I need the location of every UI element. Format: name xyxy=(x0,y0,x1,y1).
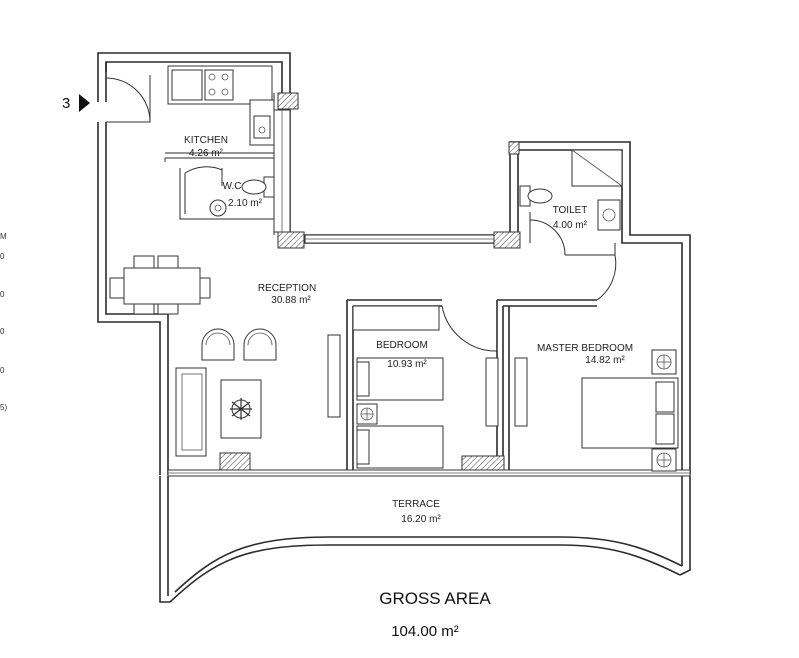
svg-text:BEDROOM: BEDROOM xyxy=(376,340,428,351)
svg-text:M: M xyxy=(0,232,7,241)
room-label-terrace: TERRACE 16.20 m² xyxy=(392,499,441,525)
entry-door xyxy=(105,77,151,123)
dining-set xyxy=(109,255,211,315)
kitchen-fixtures xyxy=(167,65,275,146)
gross-area: GROSS AREA 104.00 m² xyxy=(379,589,491,640)
svg-text:4.00 m²: 4.00 m² xyxy=(553,220,588,231)
gross-area-label: GROSS AREA xyxy=(379,589,491,608)
bedroom-furniture xyxy=(327,305,499,469)
room-label-master-bedroom: MASTER BEDROOM 14.82 m² xyxy=(537,343,633,366)
armchairs xyxy=(201,328,277,361)
top-glazing xyxy=(304,234,496,244)
svg-text:14.82 m²: 14.82 m² xyxy=(585,355,625,366)
svg-text:RECEPTION: RECEPTION xyxy=(258,283,316,294)
svg-text:4.26 m²: 4.26 m² xyxy=(189,148,224,159)
terrace-outline xyxy=(159,476,691,603)
front-glazing xyxy=(167,469,691,477)
doors xyxy=(105,75,617,352)
svg-text:TOILET: TOILET xyxy=(553,205,588,216)
toilet-door xyxy=(529,219,566,256)
svg-text:MASTER BEDROOM: MASTER BEDROOM xyxy=(537,343,633,354)
svg-text:TERRACE: TERRACE xyxy=(392,499,440,510)
room-label-bedroom: BEDROOM 10.93 m² xyxy=(376,340,428,370)
svg-text:0: 0 xyxy=(0,252,5,261)
svg-text:3: 3 xyxy=(62,95,70,112)
wc-door xyxy=(184,166,223,174)
entrance-marker: 3 xyxy=(62,94,90,112)
bedroom-door xyxy=(441,305,498,352)
svg-text:KITCHEN: KITCHEN xyxy=(184,135,228,146)
room-label-reception: RECEPTION 30.88 m² xyxy=(258,283,316,306)
toilet-fixtures xyxy=(519,149,623,231)
room-label-kitchen: KITCHEN 4.26 m² xyxy=(184,135,228,159)
entrance-arrow-icon xyxy=(79,94,90,112)
gross-area-value: 104.00 m² xyxy=(391,623,459,640)
svg-text:16.20 m²: 16.20 m² xyxy=(401,514,441,525)
coffee-table xyxy=(220,379,262,439)
svg-text:W.C: W.C xyxy=(223,181,242,192)
svg-text:30.88 m²: 30.88 m² xyxy=(271,295,311,306)
room-label-toilet: TOILET 4.00 m² xyxy=(553,205,588,231)
master-bedroom-furniture xyxy=(514,349,679,472)
cropped-edge-marks: M 0 0 0 0 5) xyxy=(0,232,7,412)
wc-fixtures xyxy=(209,176,275,217)
svg-text:0: 0 xyxy=(0,290,5,299)
sofa xyxy=(175,367,207,457)
kitchen-glazing xyxy=(273,109,291,233)
room-label-wc: W.C 2.10 m² xyxy=(223,181,263,209)
svg-text:10.93 m²: 10.93 m² xyxy=(387,359,427,370)
svg-text:2.10 m²: 2.10 m² xyxy=(228,198,263,209)
master-bedroom-door xyxy=(596,254,617,301)
svg-text:0: 0 xyxy=(0,366,5,375)
svg-text:5): 5) xyxy=(0,403,7,412)
svg-text:0: 0 xyxy=(0,327,5,336)
